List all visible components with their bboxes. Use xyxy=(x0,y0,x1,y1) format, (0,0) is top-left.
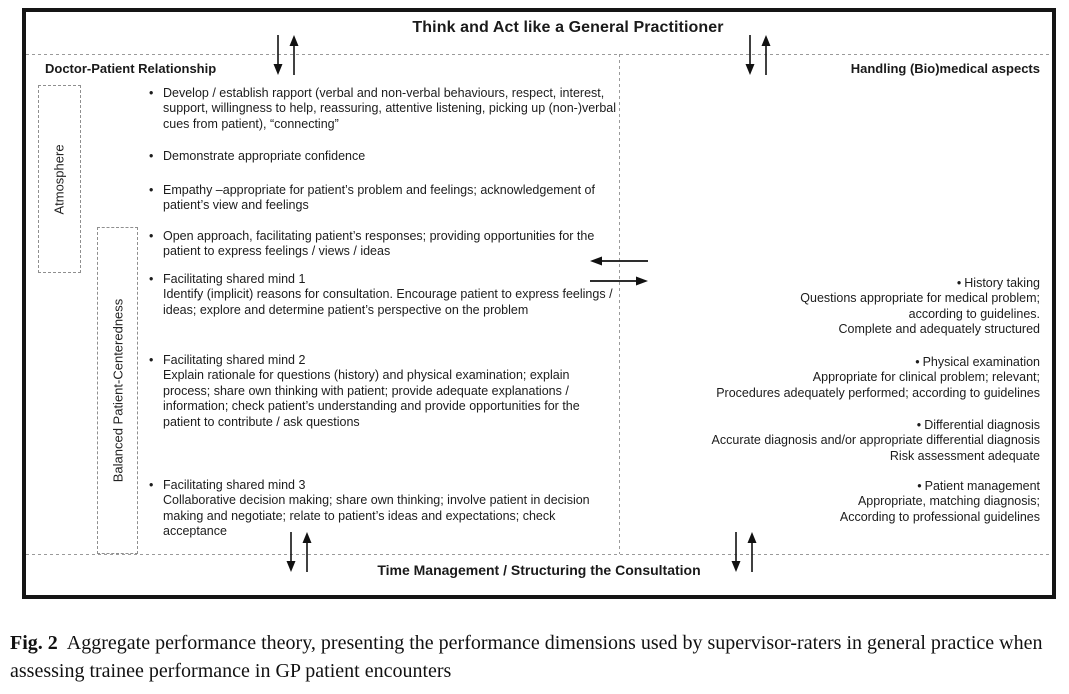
updown-arrows-bottom-right-icon xyxy=(727,532,761,572)
list-item-text: Identify (implicit) reasons for consulta… xyxy=(163,287,613,317)
bullet-icon: • xyxy=(956,276,962,290)
figure-title: Think and Act like a General Practitione… xyxy=(412,19,724,36)
list-item: • Facilitating shared mind 1 Identify (i… xyxy=(148,272,620,318)
list-item-text: Demonstrate appropriate confidence xyxy=(163,149,366,163)
list-item-title: Physical examination xyxy=(922,355,1040,369)
updown-arrows-top-right-icon xyxy=(741,35,775,75)
list-item-title: Facilitating shared mind 2 xyxy=(163,353,306,367)
list-item: • Facilitating shared mind 2 Explain rat… xyxy=(148,353,620,430)
list-item: •History taking Questions appropriate fo… xyxy=(640,276,1040,338)
atmosphere-box: Atmosphere xyxy=(38,85,81,273)
list-item-title: Facilitating shared mind 3 xyxy=(163,478,306,492)
leftright-arrows-middle-icon xyxy=(588,252,650,290)
figure-border xyxy=(22,8,1056,599)
list-item: • Demonstrate appropriate confidence xyxy=(148,149,620,164)
list-item: •Differential diagnosis Accurate diagnos… xyxy=(640,418,1040,464)
list-item-title-row: •History taking xyxy=(640,276,1040,291)
bullet-icon: • xyxy=(917,479,922,493)
bottom-separator-line xyxy=(26,554,1052,555)
list-item-text: Collaborative decision making; share own… xyxy=(163,493,590,539)
list-item-line: Appropriate for clinical problem; releva… xyxy=(812,370,1040,385)
bullet-icon: • xyxy=(149,478,154,492)
list-item: • Open approach, facilitating patient’s … xyxy=(148,229,620,260)
bullet-icon: • xyxy=(149,183,154,197)
bullet-icon: • xyxy=(149,86,154,100)
bullet-icon: • xyxy=(149,229,154,243)
bullet-icon: • xyxy=(916,418,922,432)
list-item-line: Complete and adequately structured xyxy=(838,322,1040,337)
list-item-title: Facilitating shared mind 1 xyxy=(163,272,306,286)
column-divider-line xyxy=(619,54,620,554)
list-item-line: Risk assessment adequate xyxy=(889,448,1040,463)
bullet-icon: • xyxy=(915,355,920,369)
list-item-title: Differential diagnosis xyxy=(924,418,1040,432)
bullet-icon: • xyxy=(149,353,154,367)
atmosphere-label: Atmosphere xyxy=(52,143,67,215)
figure-caption-text: Aggregate performance theory, presenting… xyxy=(10,632,1043,682)
bullet-icon: • xyxy=(149,149,154,163)
list-item: • Develop / establish rapport (verbal an… xyxy=(148,86,620,132)
list-item-line: According to professional guidelines xyxy=(839,509,1040,524)
list-item-title: History taking xyxy=(964,276,1040,290)
list-item-text: Develop / establish rapport (verbal and … xyxy=(163,86,617,131)
list-item-text: Open approach, facilitating patient’s re… xyxy=(163,229,595,259)
list-item-text: Explain rationale for questions (history… xyxy=(163,368,580,429)
balanced-patient-centeredness-box: Balanced Patient-Centeredness xyxy=(97,227,138,554)
updown-arrows-bottom-left-icon xyxy=(282,532,316,572)
figure-caption-label: Fig. 2 xyxy=(10,632,58,654)
list-item: •Patient management Appropriate, matchin… xyxy=(640,479,1040,525)
list-item-title: Patient management xyxy=(924,479,1040,493)
list-item-line: Accurate diagnosis and/or appropriate di… xyxy=(711,433,1040,448)
list-item-title-row: •Patient management xyxy=(640,479,1040,494)
list-item-title-row: •Differential diagnosis xyxy=(640,418,1040,433)
left-column-header: Doctor-Patient Relationship xyxy=(45,61,217,76)
list-item-line: Appropriate, matching diagnosis; xyxy=(857,494,1040,509)
list-item-title-row: •Physical examination xyxy=(640,355,1040,370)
right-column-header: Handling (Bio)medical aspects xyxy=(850,61,1040,76)
list-item-line: Questions appropriate for medical proble… xyxy=(800,291,1040,306)
list-item-line: according to guidelines. xyxy=(908,306,1040,321)
updown-arrows-top-left-icon xyxy=(269,35,303,75)
list-item-line: Procedures adequately performed; accordi… xyxy=(716,385,1040,400)
bottom-band-label: Time Management / Structuring the Consul… xyxy=(377,562,701,578)
list-item: •Physical examination Appropriate for cl… xyxy=(640,355,1040,401)
top-separator-line xyxy=(26,54,1052,55)
list-item: • Facilitating shared mind 3 Collaborati… xyxy=(148,478,620,540)
list-item-text: Empathy –appropriate for patient’s probl… xyxy=(163,183,595,213)
bullet-icon: • xyxy=(149,272,154,286)
balanced-patient-centeredness-label: Balanced Patient-Centeredness xyxy=(110,298,125,483)
list-item: • Empathy –appropriate for patient’s pro… xyxy=(148,183,620,214)
